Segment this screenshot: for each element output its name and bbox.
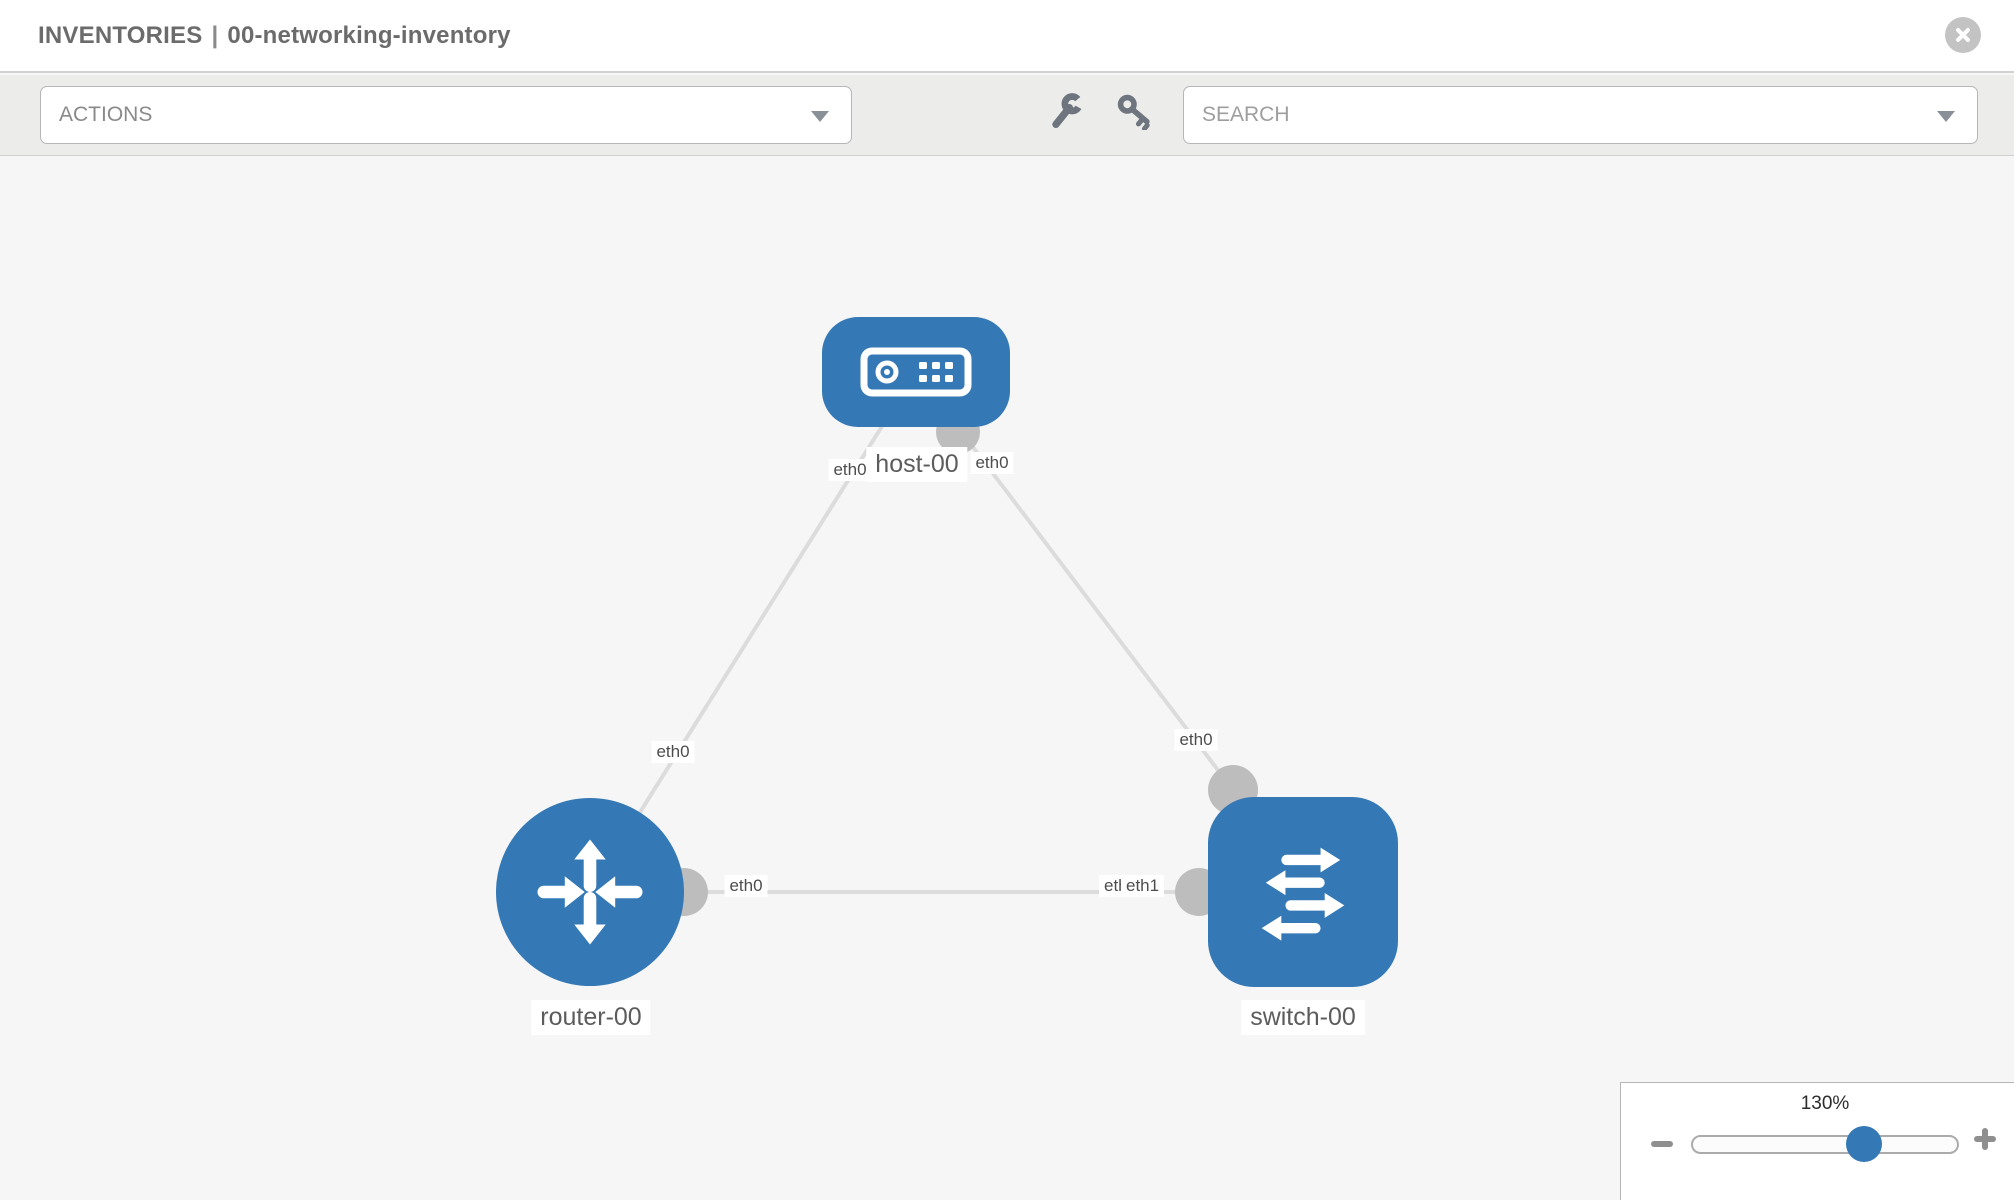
caret-down-icon	[1937, 111, 1955, 122]
node-label-host-00: host-00	[866, 447, 968, 482]
inventory-name: 00-networking-inventory	[227, 22, 511, 49]
actions-dropdown[interactable]: ACTIONS	[40, 86, 852, 144]
node-switch-00[interactable]	[1208, 797, 1398, 987]
toolbar: ACTIONS SEARCH	[0, 75, 2014, 156]
node-host-00[interactable]	[822, 317, 1010, 427]
search-placeholder: SEARCH	[1202, 103, 1290, 126]
wrench-icon	[1052, 93, 1085, 129]
host-icon	[860, 347, 972, 397]
interface-label: eth0	[1174, 729, 1218, 751]
breadcrumb-context: INVENTORIES	[38, 22, 203, 49]
interface-label: eth1	[1121, 875, 1165, 897]
titlebar: INVENTORIES | 00-networking-inventory	[0, 0, 2014, 73]
page-title: INVENTORIES | 00-networking-inventory	[38, 0, 511, 71]
title-separator: |	[211, 22, 219, 49]
interface-label: eth0	[970, 452, 1014, 474]
zoom-slider-track[interactable]	[1691, 1135, 1959, 1154]
interface-label: eth0	[651, 741, 695, 763]
interface-label: eth0	[828, 459, 872, 481]
interface-label: eth0	[724, 875, 768, 897]
link-host-router	[588, 370, 918, 894]
node-router-00[interactable]	[496, 798, 684, 986]
router-icon	[537, 839, 643, 945]
links-layer	[588, 370, 1235, 894]
topology-canvas[interactable]: eth0 eth0 eth0 eth0 eth0 eth0 eth1 host-…	[0, 157, 2014, 1200]
node-label-switch-00: switch-00	[1241, 1000, 1365, 1035]
credentials-button[interactable]	[1114, 92, 1154, 132]
zoom-in-button[interactable]	[1973, 1127, 1997, 1151]
configure-button[interactable]	[1046, 92, 1086, 132]
node-label-router-00: router-00	[531, 1000, 651, 1035]
zoom-panel: 130%	[1620, 1082, 2014, 1200]
caret-down-icon	[811, 111, 829, 122]
actions-dropdown-label: ACTIONS	[59, 103, 153, 126]
zoom-slider-thumb[interactable]	[1846, 1126, 1882, 1162]
search-dropdown[interactable]: SEARCH	[1183, 86, 1978, 144]
close-button[interactable]	[1945, 17, 1981, 53]
switch-icon	[1261, 847, 1345, 941]
key-icon	[1117, 94, 1150, 132]
zoom-level: 130%	[1800, 1093, 1850, 1114]
zoom-out-button[interactable]	[1651, 1141, 1673, 1147]
